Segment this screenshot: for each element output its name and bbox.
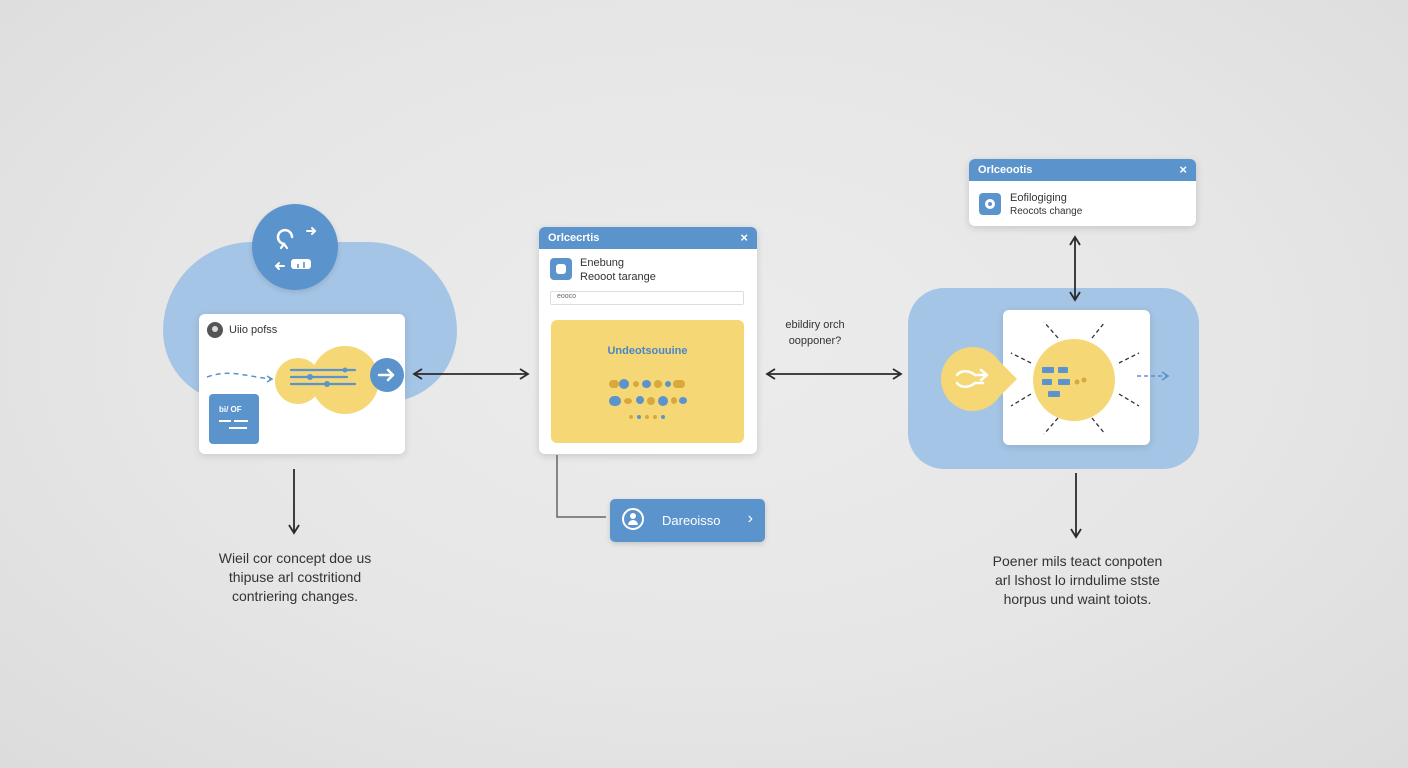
card-title: Uiio pofss	[229, 324, 278, 336]
mini-component-tile[interactable]: bi/ OF	[209, 394, 259, 444]
window-header: Orlcecrtis ×	[539, 227, 757, 249]
window-line-2: Reocots change	[1010, 206, 1083, 217]
window-header: Orlceootis ×	[969, 159, 1196, 181]
close-icon[interactable]: ×	[740, 230, 748, 245]
left-component-card[interactable]: Uiio pofss bi/ OF	[199, 314, 405, 454]
radiating-state-illustration	[1010, 321, 1140, 435]
flow-illustration	[206, 346, 404, 414]
window-line-2: Reooot tarange	[580, 271, 656, 283]
button-label: Dareoisso	[662, 513, 721, 528]
text-input[interactable]: eooco	[550, 291, 744, 305]
window-line-1: Eofilogiging	[1010, 192, 1067, 204]
undefined-state-panel: Undeotsouuine	[551, 320, 744, 443]
caption-line: ebildiry orch	[785, 319, 845, 331]
caption-line: horpus und waint toiots.	[1003, 591, 1152, 607]
chevron-right-icon: ›	[747, 510, 753, 527]
window-title: Orlceootis	[978, 164, 1033, 176]
user-icon	[207, 322, 223, 338]
user-icon	[622, 508, 644, 530]
arrow-right-icon	[941, 347, 1017, 411]
window-title: Orlcecrtis	[548, 232, 600, 244]
right-component-card[interactable]	[1003, 310, 1150, 445]
sync-circle-icon[interactable]	[252, 204, 338, 290]
middle-side-caption: ebildiry orch oopponer?	[760, 317, 870, 349]
refresh-icon	[274, 227, 317, 270]
profile-button[interactable]: Dareoisso ›	[610, 499, 765, 542]
mini-tile-label: bi/ OF	[219, 405, 242, 414]
elbow-connector	[556, 455, 606, 518]
component-icon	[550, 258, 572, 280]
window-line-1: Enebung	[580, 257, 625, 269]
panel-label: Undeotsouuine	[607, 345, 688, 357]
right-caption: Poener mils teact conpoten arl lshost lo…	[965, 552, 1190, 609]
middle-window[interactable]: Orlcecrtis × Enebung Reooot tarange eooc…	[539, 227, 757, 454]
caption-line: Wieil cor concept doe us	[218, 550, 372, 566]
settings-icon	[979, 193, 1001, 215]
close-icon[interactable]: ×	[1179, 162, 1187, 177]
caption-line: thipuse arl costritiond	[228, 569, 362, 585]
input-bubble	[941, 346, 1021, 412]
caption-line: contriering changes.	[231, 588, 359, 604]
caption-line: arl lshost lo irndulime stste	[995, 572, 1160, 588]
top-right-window[interactable]: Orlceootis × Eofilogiging Reocots change	[969, 159, 1196, 226]
left-caption: Wieil cor concept doe us thipuse arl cos…	[190, 549, 400, 606]
caption-line: Poener mils teact conpoten	[992, 553, 1163, 569]
caption-line: oopponer?	[788, 335, 842, 347]
